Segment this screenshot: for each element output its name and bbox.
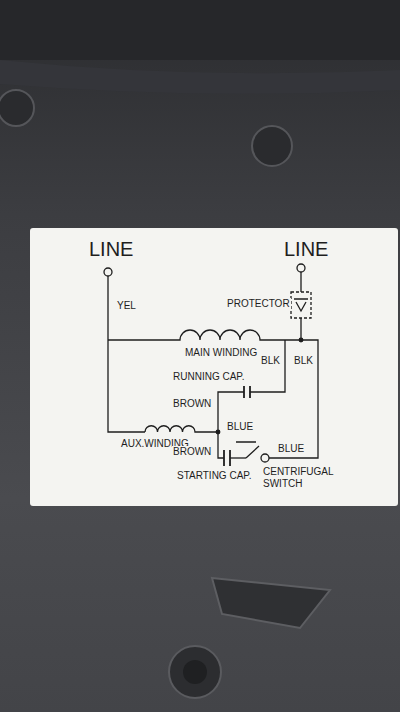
housing-latch (212, 578, 330, 628)
screw-boss (169, 646, 221, 698)
wire (108, 276, 145, 432)
wire-color: BLK (293, 355, 314, 367)
aux-winding-coil (145, 426, 218, 432)
wire (300, 272, 301, 340)
starting-capacitor (224, 450, 230, 466)
part-name: RUNNING CAP. (172, 371, 246, 383)
running-capacitor (244, 386, 250, 398)
terminal-name: LINE (283, 238, 329, 260)
protector-symbol (294, 299, 308, 311)
wire (230, 457, 246, 458)
wire-color: YEL (116, 300, 137, 312)
screw-hole (183, 660, 207, 684)
main-winding-coil (108, 330, 301, 340)
line-terminal (104, 268, 112, 276)
wire-color: BROWN (172, 398, 212, 410)
wire-color: BLUE (226, 421, 254, 433)
centrifugal-switch-blade (236, 442, 259, 458)
wire-color: BLK (260, 355, 281, 367)
part-name: PROTECTOR (226, 298, 291, 310)
housing-ridge (0, 60, 400, 94)
label-sticker (30, 228, 398, 506)
part-name: MAIN WINDING (184, 347, 258, 359)
line-terminal (297, 264, 305, 272)
housing-hole (252, 126, 292, 166)
part-name: CENTRIFUGAL SWITCH (262, 466, 344, 490)
housing-hole (0, 90, 34, 126)
junction-dot (216, 430, 220, 434)
wire-color: BLUE (277, 443, 305, 455)
wire-color: BROWN (172, 446, 212, 458)
protector-box (291, 292, 311, 318)
centrifugal-switch-contact (261, 454, 269, 462)
terminal-name: LINE (88, 238, 134, 260)
part-name: STARTING CAP. (176, 470, 252, 482)
housing-shadow (0, 0, 400, 60)
